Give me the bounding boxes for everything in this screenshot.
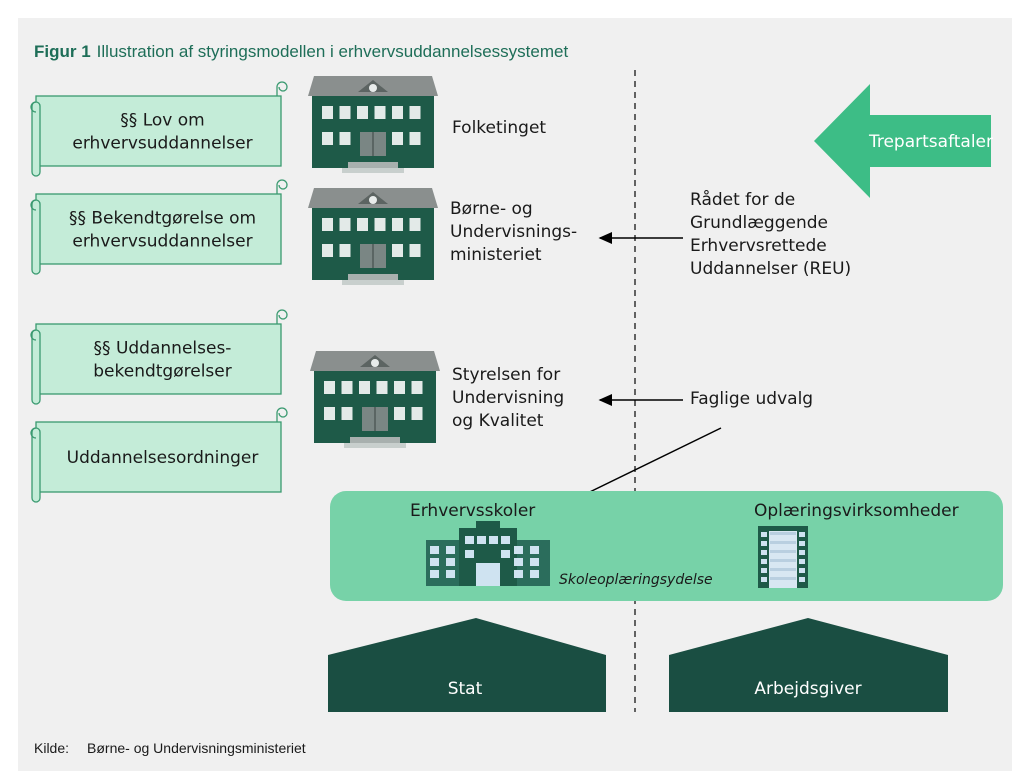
institution-labels: Folketinget Børne- og Undervisnings- min… bbox=[450, 118, 583, 431]
government-building-icon bbox=[310, 351, 440, 448]
scroll-text-line: erhvervsuddannelser bbox=[72, 134, 252, 154]
house-state-label: Stat bbox=[448, 679, 483, 699]
governance-diagram: Figur 1 Illustration af styringsmodellen … bbox=[30, 42, 1003, 756]
institution-buildings bbox=[308, 76, 440, 448]
tripartite-label: Trepartsaftaler bbox=[868, 132, 993, 152]
scroll-text-line: erhvervsuddannelser bbox=[72, 232, 252, 252]
source-text: Børne- og Undervisningsministeriet bbox=[87, 740, 306, 756]
institution-ministry: Børne- og Undervisnings- ministeriet bbox=[450, 199, 583, 265]
office-tower-icon bbox=[758, 526, 808, 588]
trade-committees: Faglige udvalg bbox=[690, 389, 813, 409]
scroll-4: Uddannelsesordninger bbox=[30, 407, 288, 503]
schools-label: Erhvervsskoler bbox=[410, 501, 535, 521]
school-building-icon bbox=[426, 521, 550, 586]
scroll-text-line: §§ Bekendtgørelse om bbox=[69, 209, 256, 229]
scroll-3: §§ Uddannelses-bekendtgørelser bbox=[30, 309, 288, 405]
allowance-label: Skoleoplæringsydelse bbox=[559, 572, 713, 588]
education-box: Erhvervsskoler Oplæringsvirksomheder Sko… bbox=[330, 491, 1003, 601]
figure-label: Figur 1 bbox=[34, 42, 91, 61]
house-employer: Arbejdsgiver bbox=[669, 618, 948, 712]
house-employer-label: Arbejdsgiver bbox=[754, 679, 861, 699]
institution-folketinget: Folketinget bbox=[452, 118, 546, 138]
council-reu: Rådet for de Grundlæggende Erhvervsrette… bbox=[690, 189, 851, 279]
scroll-text-line: bekendtgørelser bbox=[93, 362, 231, 382]
companies-label: Oplæringsvirksomheder bbox=[754, 501, 959, 521]
figure-frame: Figur 1 Illustration af styringsmodellen … bbox=[18, 18, 1012, 771]
scroll-1: §§ Lov om erhvervsuddannelser bbox=[30, 81, 288, 177]
scroll-text-line: §§ Uddannelses- bbox=[94, 339, 232, 359]
figure-heading: Figur 1 Illustration af styringsmodellen … bbox=[34, 42, 568, 61]
tripartite-arrow: Trepartsaftaler bbox=[814, 84, 993, 198]
house-state: Stat bbox=[328, 618, 606, 712]
government-building-icon bbox=[308, 188, 438, 285]
figure-title: Illustration af styringsmodellen i erhve… bbox=[97, 42, 569, 61]
government-building-icon bbox=[308, 76, 438, 173]
source-prefix: Kilde: bbox=[34, 740, 69, 756]
scroll-2: §§ Bekendtgørelse om erhvervsuddannelser bbox=[30, 179, 288, 275]
source-note: Kilde: Børne- og Undervisningsministeriet bbox=[34, 740, 306, 756]
scroll-text-line: Uddannelsesordninger bbox=[67, 448, 259, 468]
scroll-text-line: §§ Lov om bbox=[120, 111, 204, 131]
institution-agency: Styrelsen for Undervisning og Kvalitet bbox=[452, 365, 570, 431]
